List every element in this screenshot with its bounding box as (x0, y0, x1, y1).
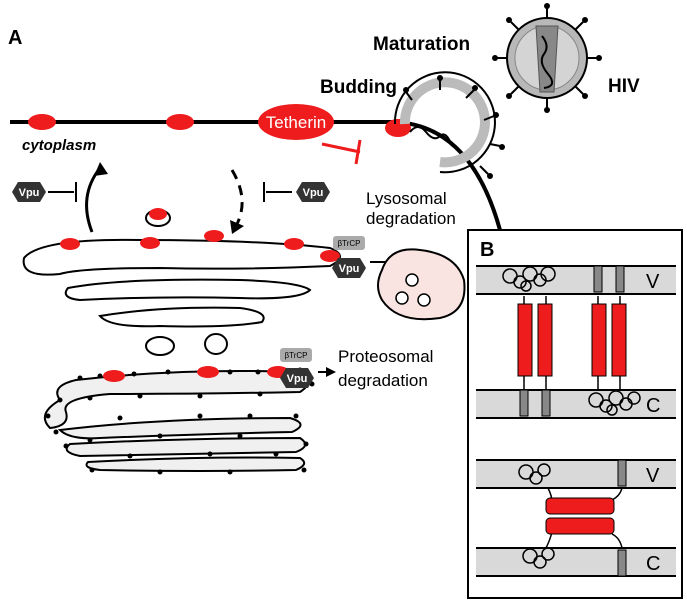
ribosome-dots (45, 367, 315, 475)
transport-arrow-down (230, 169, 244, 227)
tetherin-dot (284, 238, 304, 250)
vpu-inhibitor-right: Vpu (263, 182, 330, 202)
inhibition-symbol (321, 139, 362, 165)
lysosomal-label-2: degradation (366, 209, 456, 228)
lysosome (377, 248, 466, 321)
tetherin-dot (166, 114, 194, 130)
vpu-label: Vpu (287, 373, 308, 385)
panel-b-membranes (476, 265, 676, 577)
vpu-btrcp-complex-golgi: βTrCP Vpu (332, 236, 366, 278)
arrow-head (94, 162, 108, 176)
golgi-apparatus (22, 209, 341, 356)
lysosomal-label-1: Lysosomal (366, 189, 447, 208)
panel-b-label: B (480, 239, 494, 261)
transport-arrow-up (85, 167, 102, 233)
cell-membrane-label: C (646, 395, 660, 417)
mature-hiv-virion (492, 3, 602, 113)
proteosomal-label-2: degradation (338, 371, 428, 390)
btrcp-label: βTrCP (338, 239, 361, 248)
tetherin-dot (204, 230, 224, 242)
tetherin-dot (28, 114, 56, 130)
cytoplasm-label: cytoplasm (22, 137, 96, 154)
arrow-head (230, 220, 244, 234)
tetherin-dimer-horizontal (518, 459, 627, 577)
viral-membrane-label: V (646, 271, 660, 293)
tetherin-dot (103, 370, 125, 382)
panel-a-label: A (8, 27, 22, 49)
tetherin-large (258, 104, 334, 140)
vpu-label: Vpu (303, 187, 324, 199)
budding-virion (393, 71, 505, 179)
btrcp-label: βTrCP (285, 351, 308, 360)
hiv-label: HIV (608, 76, 640, 97)
tetherin-dot (197, 366, 219, 378)
endoplasmic-reticulum (43, 370, 310, 472)
budding-label: Budding (320, 77, 397, 98)
tetherin-dimers-vertical (502, 265, 641, 417)
arrow-head (326, 367, 336, 377)
tetherin-dot (149, 208, 167, 220)
viral-membrane-label: V (646, 465, 660, 487)
tetherin-dot (320, 250, 340, 262)
vpu-btrcp-complex-er: βTrCP Vpu (280, 348, 314, 388)
cell-membrane-label: C (646, 553, 660, 575)
tetherin-dot (140, 237, 160, 249)
proteosomal-label-1: Proteosomal (338, 347, 433, 366)
vpu-label: Vpu (339, 263, 360, 275)
tetherin-dot (60, 238, 80, 250)
tetherin-label: Tetherin (266, 113, 326, 132)
vpu-label: Vpu (19, 187, 40, 199)
maturation-label: Maturation (373, 34, 470, 55)
vpu-inhibitor-left: Vpu (12, 182, 77, 202)
